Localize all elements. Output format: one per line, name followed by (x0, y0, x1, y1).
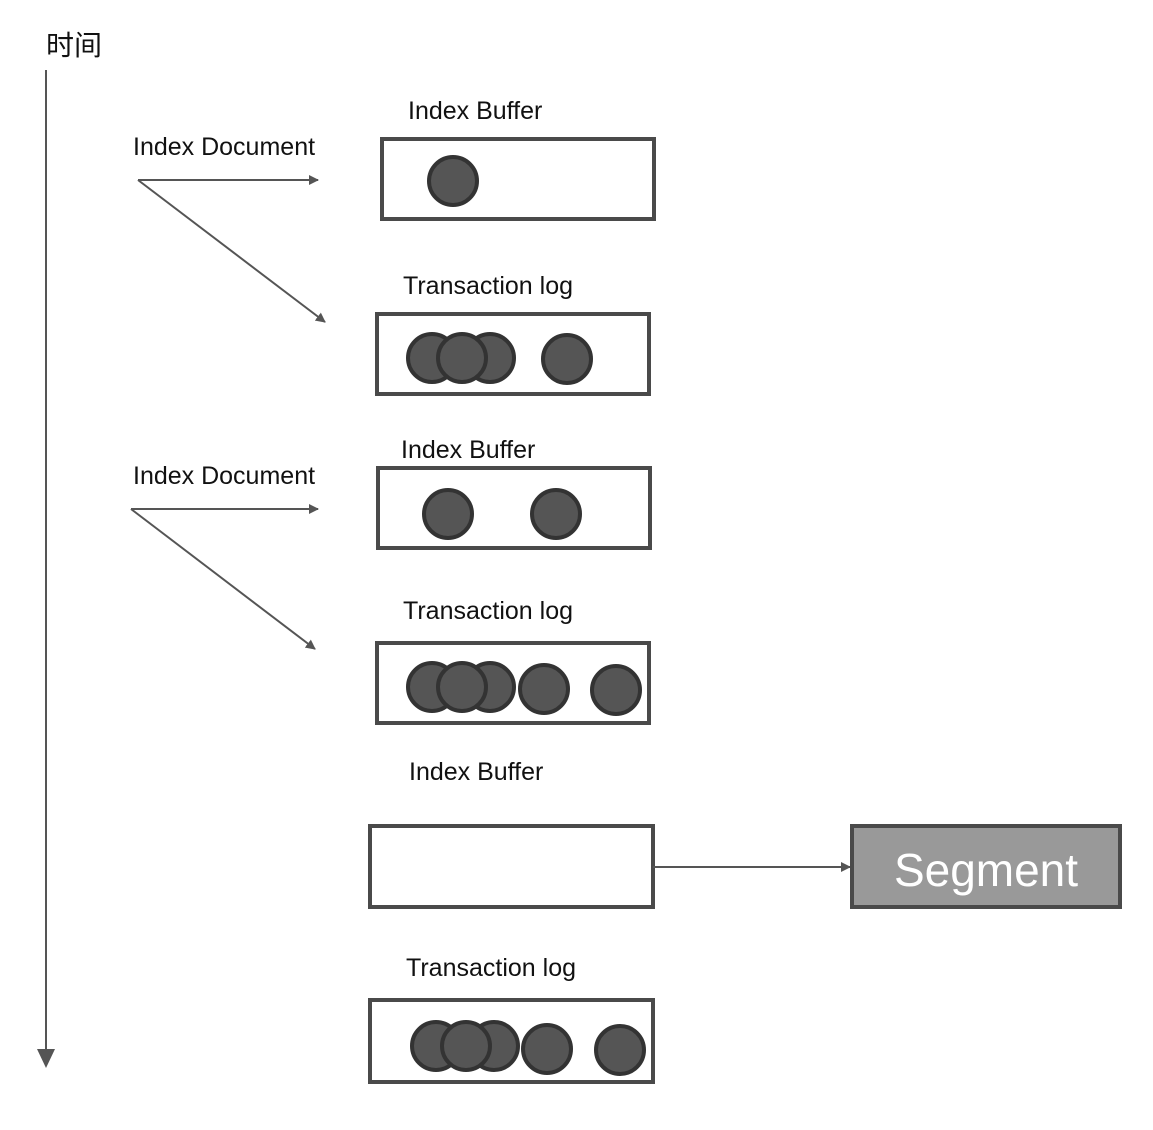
time-axis-arrowhead (37, 1049, 55, 1068)
log-document (594, 1024, 646, 1076)
index-document-label: Index Document (133, 133, 315, 161)
log-document (590, 664, 642, 716)
transaction-log-label: Transaction log (403, 597, 573, 625)
log-document (521, 1023, 573, 1075)
log-document (518, 663, 570, 715)
buffer-document (530, 488, 582, 540)
index-buffer-box (380, 137, 656, 221)
buffer-document (427, 155, 479, 207)
arrow-to-transaction-log (130, 508, 316, 650)
arrow-to-transaction-log (137, 179, 326, 323)
index-buffer-label: Index Buffer (408, 97, 542, 125)
transaction-log-label: Transaction log (403, 272, 573, 300)
index-buffer-box (368, 824, 655, 909)
segment-box (850, 824, 1122, 909)
step-1: Index Document Index Buffer Transaction … (133, 97, 656, 396)
segment-label: Segment (894, 844, 1078, 896)
log-document (436, 661, 488, 713)
log-document (440, 1020, 492, 1072)
index-buffer-label: Index Buffer (409, 758, 543, 786)
log-document (436, 332, 488, 384)
index-buffer-box (376, 466, 652, 550)
time-axis: 时间 (37, 30, 102, 1068)
buffer-document (422, 488, 474, 540)
time-axis-label: 时间 (46, 30, 102, 61)
index-document-label: Index Document (133, 462, 315, 490)
step-3: Index Buffer Segment Transaction log (368, 758, 1122, 1084)
log-document (541, 333, 593, 385)
transaction-log-label: Transaction log (406, 954, 576, 982)
index-buffer-label: Index Buffer (401, 436, 535, 464)
step-2: Index Document Index Buffer Transaction … (130, 436, 652, 725)
